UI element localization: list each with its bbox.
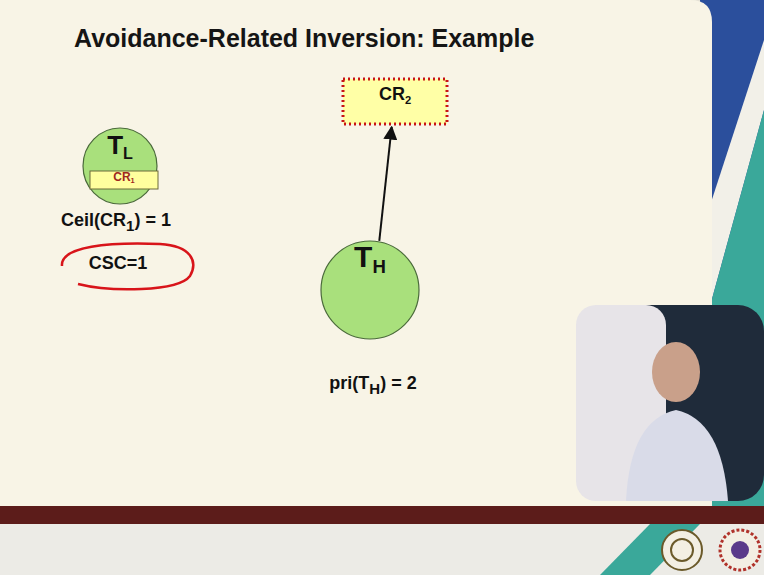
footer-band	[0, 524, 764, 575]
node-label: CR2	[342, 78, 448, 105]
subscript: 2	[405, 94, 411, 106]
task-circle: TH	[320, 240, 420, 340]
current-system-ceiling: CSC=1	[89, 253, 148, 274]
slide-panel	[0, 0, 712, 506]
subscript: L	[123, 144, 133, 162]
subscript: 1	[126, 217, 134, 234]
node-label: TH	[320, 240, 420, 273]
subscript: H	[369, 380, 380, 397]
text-part: T	[354, 240, 372, 273]
video-inset	[576, 305, 764, 501]
text-part: CR	[100, 210, 126, 230]
institute-logo	[662, 530, 702, 570]
resource-box: CR2	[342, 78, 448, 125]
bottom-bar	[0, 506, 764, 524]
nptel-logo	[720, 530, 760, 570]
node-label: CR1	[89, 170, 159, 184]
text-part: T	[107, 130, 123, 160]
speaker-shirt	[626, 410, 728, 501]
text-part: Ceil(	[61, 210, 100, 230]
text-part: CR	[113, 170, 130, 184]
subscript: H	[372, 256, 385, 277]
text-part: T	[358, 373, 369, 393]
arrow-connector	[379, 127, 391, 241]
text-part: CR	[379, 84, 405, 104]
text-part: ) = 1	[134, 210, 171, 230]
slide-title: Avoidance-Related Inversion: Example	[74, 24, 534, 53]
priority-label: pri(TH) = 2	[329, 373, 416, 397]
task-circle: TL CR1	[82, 127, 158, 205]
speaker-head	[652, 342, 700, 402]
subscript: 1	[131, 176, 135, 185]
highlight-ellipse	[62, 244, 193, 290]
nptel-logo-core	[731, 541, 749, 559]
text-part: ) = 2	[380, 373, 417, 393]
text-part: CSC=1	[89, 253, 148, 273]
institute-logo-ring	[671, 539, 693, 561]
text-part: pri(	[329, 373, 358, 393]
critical-resource-box: CR1	[89, 170, 159, 190]
node-label: TL	[82, 127, 158, 160]
ceiling-label: Ceil(CR1) = 1	[61, 210, 171, 234]
